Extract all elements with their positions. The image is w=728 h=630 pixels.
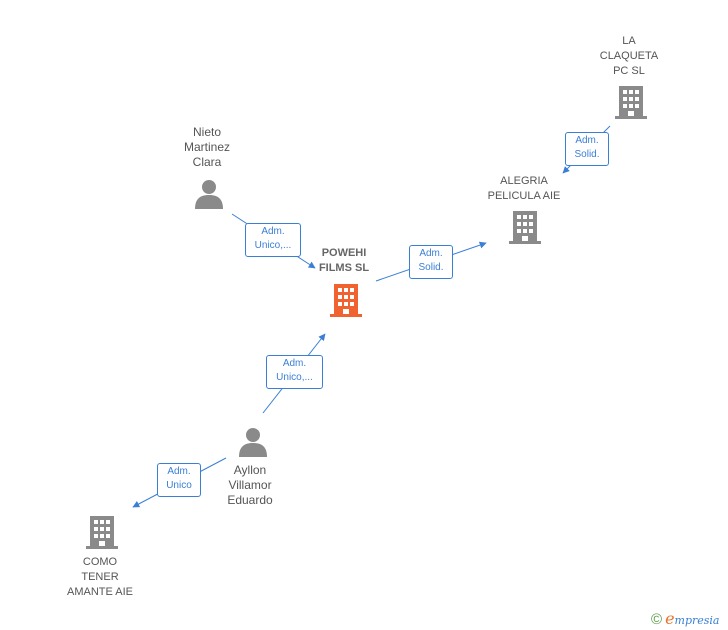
empresia-logo[interactable]: ©empresia (651, 609, 720, 628)
brand-name: mpresia (674, 614, 720, 627)
node-label-ayllon: Ayllon Villamor Eduardo (227, 463, 273, 507)
node-label-la-claqueta: LA CLAQUETA PC SL (599, 35, 659, 77)
node-label-powehi: POWEHI FILMS SL (318, 247, 370, 274)
person-icon[interactable] (238, 427, 268, 457)
edge-label-claqueta-alegria[interactable]: Adm. Solid. (565, 132, 609, 166)
copyright-symbol: © (651, 611, 663, 628)
building-icon[interactable] (86, 514, 118, 550)
node-label-como-tener: COMO TENER AMANTE AIE (66, 556, 134, 598)
edge-label-powehi-alegria[interactable]: Adm. Solid. (409, 245, 453, 279)
node-label-alegria: ALEGRIA PELICULA AIE (487, 175, 561, 202)
node-label-nieto: Nieto Martinez Clara (183, 125, 230, 169)
building-icon[interactable] (509, 209, 541, 245)
person-icon[interactable] (194, 179, 224, 209)
building-icon[interactable] (615, 84, 647, 120)
edge-label-ayllon-powehi[interactable]: Adm. Unico,... (266, 355, 323, 389)
edge-label-nieto-powehi[interactable]: Adm. Unico,... (245, 223, 301, 257)
brand-initial: e (665, 609, 675, 628)
building-icon[interactable] (330, 282, 362, 318)
edge-label-ayllon-como[interactable]: Adm. Unico (157, 463, 201, 497)
